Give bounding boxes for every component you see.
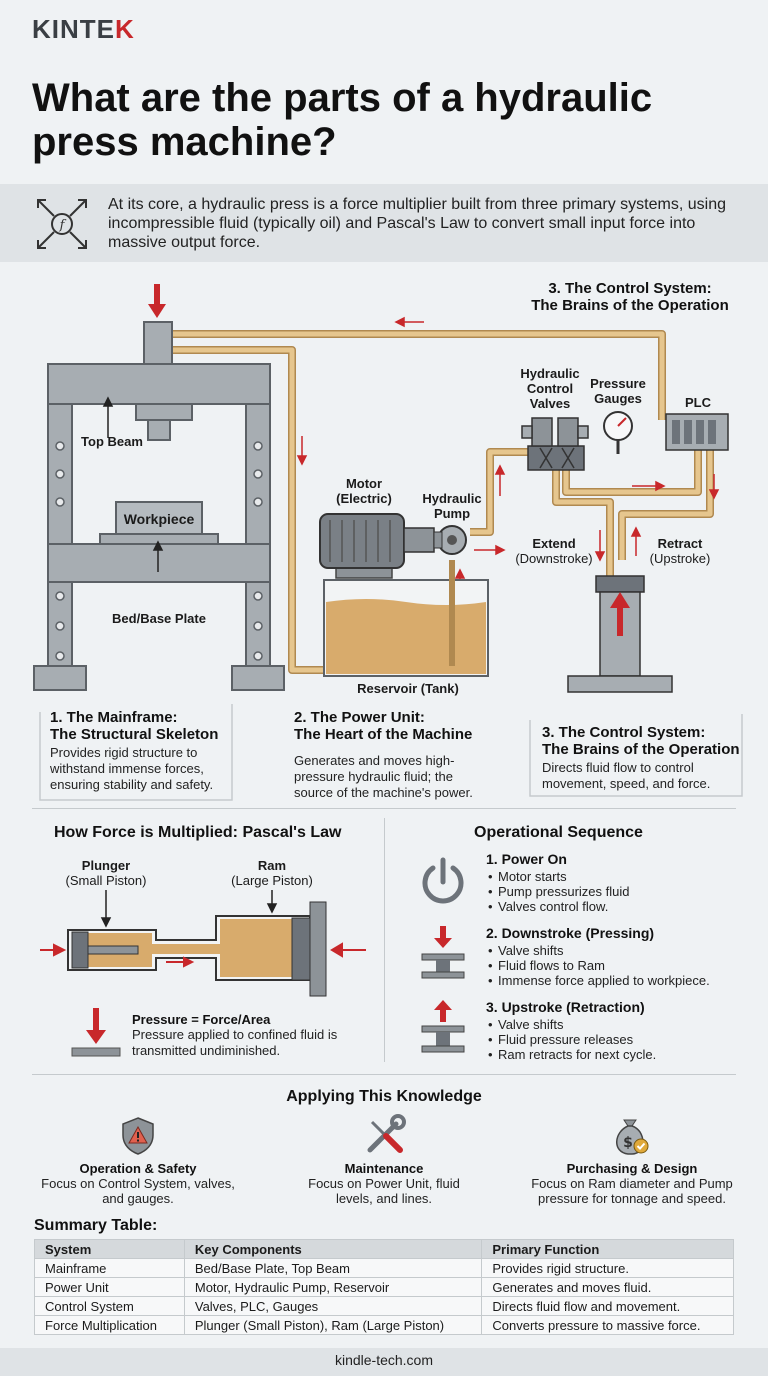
pascal-diagram bbox=[40, 890, 366, 997]
table-header-cell: Key Components bbox=[183, 1239, 483, 1259]
sequence-step-3: 3. Upstroke (Retraction) Valve shiftsFlu… bbox=[486, 999, 756, 1062]
table-header-cell: Primary Function bbox=[481, 1239, 734, 1259]
table-row: Control System Valves, PLC, Gauges Direc… bbox=[34, 1296, 734, 1316]
hydraulic-pump-label: Hydraulic Pump bbox=[422, 491, 482, 521]
workpiece-label: Workpiece bbox=[123, 511, 195, 527]
table-header-cell: System bbox=[34, 1239, 185, 1259]
intro-text: At its core, a hydraulic press is a forc… bbox=[108, 196, 726, 251]
money-bag-icon: $ bbox=[616, 1119, 649, 1155]
shield-warning-icon bbox=[122, 1117, 154, 1155]
retract-label: Retract(Upstroke) bbox=[649, 536, 711, 566]
pascal-formula: Pressure = Force/Area Pressure applied t… bbox=[132, 1012, 338, 1058]
table-cell: Converts pressure to massive force. bbox=[481, 1315, 734, 1335]
wrench-screwdriver-icon bbox=[367, 1114, 406, 1153]
control-system-section: 3. The Control System: The Brains of the… bbox=[542, 724, 740, 791]
motor-label: Motor (Electric) bbox=[336, 476, 392, 506]
summary-table: System Key Components Primary Function M… bbox=[34, 1239, 734, 1335]
table-row: Power Unit Motor, Hydraulic Pump, Reserv… bbox=[34, 1277, 734, 1297]
table-cell: Bed/Base Plate, Top Beam bbox=[183, 1258, 483, 1278]
pressure-arrow-icon bbox=[71, 1008, 121, 1057]
bed-base-plate-label: Bed/Base Plate bbox=[112, 611, 206, 626]
force-arrows-icon: f bbox=[37, 199, 87, 249]
section-callout-frames bbox=[39, 704, 743, 801]
downstroke-icon bbox=[421, 926, 465, 979]
intro-band bbox=[0, 184, 768, 262]
ram-label: Ram(Large Piston) bbox=[231, 858, 313, 888]
applying-title: Applying This Knowledge bbox=[286, 1088, 482, 1105]
table-cell: Power Unit bbox=[34, 1277, 185, 1297]
power-icon bbox=[422, 857, 464, 904]
hydraulic-press-diagram bbox=[33, 284, 729, 693]
upstroke-icon bbox=[421, 1000, 465, 1053]
table-cell: Mainframe bbox=[34, 1258, 185, 1278]
table-cell: Valves, PLC, Gauges bbox=[183, 1296, 483, 1316]
table-cell: Directs fluid flow and movement. bbox=[481, 1296, 734, 1316]
maintenance-item: Maintenance Focus on Power Unit, fluid l… bbox=[308, 1161, 460, 1206]
top-beam-label: Top Beam bbox=[81, 434, 143, 449]
footer-link[interactable]: kindle-tech.com bbox=[334, 1352, 434, 1368]
plc-label: PLC bbox=[685, 395, 711, 410]
mainframe-section: 1. The Mainframe: The Structural Skeleto… bbox=[50, 709, 219, 792]
page-title: What are the parts of a hydraulic press … bbox=[32, 76, 653, 164]
table-cell: Force Multiplication bbox=[34, 1315, 185, 1335]
footer-band bbox=[0, 1348, 768, 1376]
table-cell: Motor, Hydraulic Pump, Reservoir bbox=[183, 1277, 483, 1297]
table-row: Force Multiplication Plunger (Small Pist… bbox=[34, 1315, 734, 1335]
sequence-title: Operational Sequence bbox=[474, 824, 643, 841]
pressure-gauges-label: Pressure Gauges bbox=[590, 376, 646, 406]
table-header-row: System Key Components Primary Function bbox=[34, 1239, 734, 1259]
purchasing-design-item: Purchasing & Design Focus on Ram diamete… bbox=[531, 1161, 733, 1206]
control-system-heading: 3. The Control System:The Brains of the … bbox=[531, 280, 729, 314]
reservoir-label: Reservoir (Tank) bbox=[357, 681, 459, 696]
svg-text:f: f bbox=[59, 218, 67, 233]
table-cell: Provides rigid structure. bbox=[481, 1258, 734, 1278]
divider bbox=[32, 808, 736, 809]
plunger-label: Plunger(Small Piston) bbox=[65, 858, 147, 888]
sequence-step-2: 2. Downstroke (Pressing) Valve shiftsFlu… bbox=[486, 925, 756, 988]
power-unit-section: 2. The Power Unit: The Heart of the Mach… bbox=[294, 709, 473, 800]
summary-title: Summary Table: bbox=[34, 1217, 158, 1234]
brand-logo: KINTEK bbox=[32, 14, 135, 44]
pascal-title: How Force is Multiplied: Pascal's Law bbox=[54, 824, 342, 841]
table-cell: Generates and moves fluid. bbox=[481, 1277, 734, 1297]
table-cell: Plunger (Small Piston), Ram (Large Pisto… bbox=[183, 1315, 483, 1335]
table-cell: Control System bbox=[34, 1296, 185, 1316]
table-row: Mainframe Bed/Base Plate, Top Beam Provi… bbox=[34, 1258, 734, 1278]
svg-text:$: $ bbox=[623, 1135, 633, 1151]
divider bbox=[32, 1074, 736, 1075]
extend-label: Extend(Downstroke) bbox=[515, 536, 593, 566]
operation-safety-item: Operation & Safety Focus on Control Syst… bbox=[41, 1161, 235, 1206]
divider-vertical bbox=[384, 818, 385, 1062]
sequence-step-1: 1. Power On Motor startsPump pressurizes… bbox=[486, 851, 756, 914]
control-valves-label: Hydraulic Control Valves bbox=[520, 366, 580, 411]
